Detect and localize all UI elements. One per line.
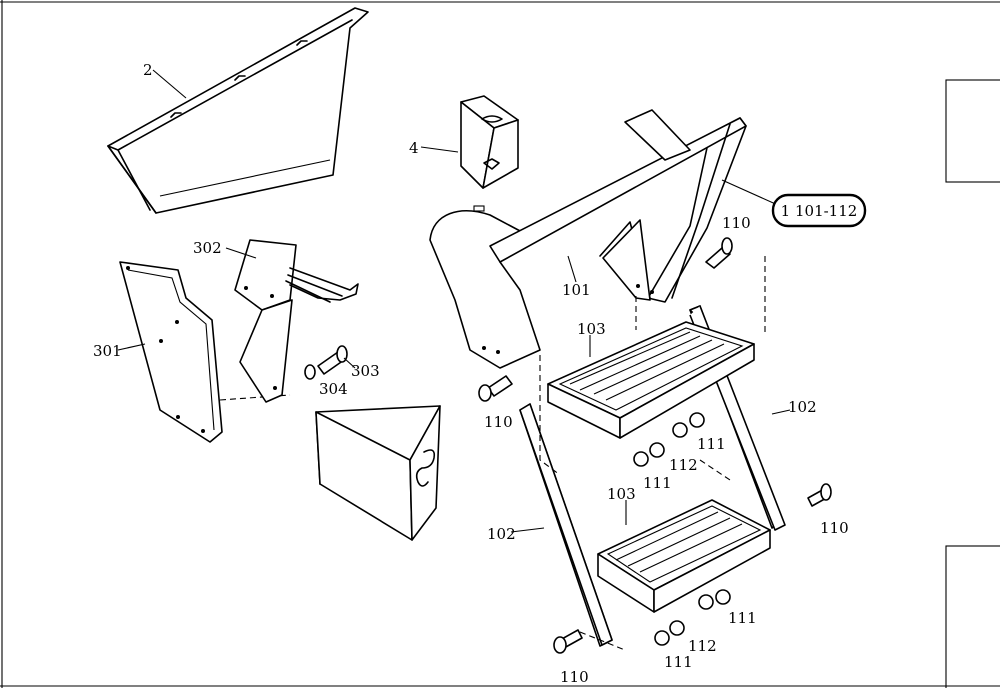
mud-flap-part-301 xyxy=(117,261,223,443)
assembly-dash-lines xyxy=(219,256,766,651)
step-plate-part-103-upper xyxy=(547,321,755,439)
callout-labels: 2 4 101 102 102 103 103 110 110 110 110 … xyxy=(93,61,849,686)
callout-112-upper: 112 xyxy=(669,456,698,474)
bolt-110-left xyxy=(478,375,513,402)
reference-badge-label: 1 101-112 xyxy=(781,202,858,220)
washer-part-304 xyxy=(304,364,316,380)
callout-102-right: 102 xyxy=(788,398,817,416)
side-tab-bottom xyxy=(945,545,1000,693)
callout-103-upper: 103 xyxy=(577,320,606,338)
callout-301: 301 xyxy=(93,342,122,360)
callout-302: 302 xyxy=(193,239,222,257)
callout-101: 101 xyxy=(562,281,591,299)
callout-110-left: 110 xyxy=(484,413,513,431)
nuts-washers-lower xyxy=(654,589,731,646)
callout-110-top: 110 xyxy=(722,214,751,232)
callout-111-upper-left: 111 xyxy=(643,474,672,492)
callout-111-lower-right: 111 xyxy=(728,609,757,627)
step-plate-part-103-lower xyxy=(597,499,771,613)
callout-103-lower: 103 xyxy=(607,485,636,503)
callout-110-bottom: 110 xyxy=(560,668,589,686)
bracket-part-4 xyxy=(420,95,519,189)
cover-box-part xyxy=(315,405,441,541)
callout-4: 4 xyxy=(409,139,419,157)
callout-110-right: 110 xyxy=(820,519,849,537)
fender-part-2 xyxy=(107,7,369,214)
callout-304: 304 xyxy=(319,380,348,398)
callout-112-lower: 112 xyxy=(688,637,717,655)
bolt-110-bottom xyxy=(553,629,583,654)
callout-111-lower-left: 111 xyxy=(664,653,693,671)
bolt-110-top xyxy=(705,237,733,269)
nuts-washers-upper xyxy=(633,412,705,467)
bolt-110-right xyxy=(807,483,832,507)
step-frame-part-101 xyxy=(429,109,781,369)
callout-111-upper-right: 111 xyxy=(697,435,726,453)
callout-2: 2 xyxy=(143,61,153,79)
callout-303: 303 xyxy=(351,362,380,380)
clamp-bracket-part-302 xyxy=(225,239,359,403)
bolt-part-303 xyxy=(317,345,356,375)
side-plate-part-102-left xyxy=(510,403,613,647)
side-tab-top xyxy=(945,79,1000,183)
reference-badge[interactable]: 1 101-112 xyxy=(771,193,867,228)
callout-102-left: 102 xyxy=(487,525,516,543)
